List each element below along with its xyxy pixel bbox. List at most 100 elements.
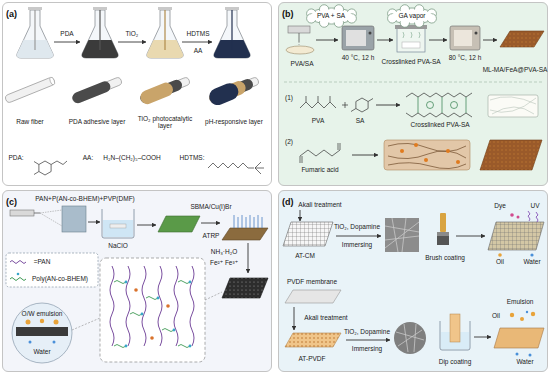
flask <box>82 10 118 58</box>
brush-membrane <box>234 215 262 228</box>
crosslinked-network <box>466 97 467 113</box>
figure-label: =PAN <box>34 258 51 265</box>
molecule-structure <box>255 168 264 169</box>
molecule-structure <box>255 168 261 174</box>
panel-label: (c) <box>6 198 17 208</box>
vapor-jar <box>403 32 420 38</box>
beaker <box>110 224 126 228</box>
process-arrow <box>300 210 301 221</box>
coated-membrane <box>516 353 519 356</box>
flask <box>147 7 183 58</box>
membrane <box>285 333 341 347</box>
vapor-jar <box>395 25 427 52</box>
panel-ground <box>2 2 272 186</box>
figure-label: Poly(AN-co-BHEM) <box>32 275 88 282</box>
magnifier <box>40 319 44 323</box>
figure-label: Crosslinked PVA-SA <box>410 121 469 128</box>
membrane <box>158 216 200 232</box>
molecule-structure <box>340 143 341 150</box>
membrane-mat <box>500 31 544 47</box>
process-arrow <box>137 225 156 226</box>
flask <box>147 10 183 58</box>
molecule-structure <box>302 156 303 163</box>
membrane <box>285 333 341 347</box>
flask <box>158 7 172 10</box>
membrane-mat <box>500 31 544 47</box>
figure-label: Dye <box>494 202 506 209</box>
figure-label: PVDF membrane <box>287 278 337 285</box>
chain-network <box>100 258 222 362</box>
membrane <box>285 333 341 347</box>
molecule-structure <box>300 102 336 108</box>
chain-network <box>134 288 138 292</box>
molecule-structure <box>306 96 307 102</box>
coated-membrane <box>494 311 544 357</box>
electrospinning-setup <box>286 46 314 54</box>
panel-label: (a) <box>6 10 17 20</box>
coordination-network <box>400 149 404 153</box>
molecule-structure <box>34 172 39 175</box>
oven <box>475 32 478 35</box>
membrane-mat <box>480 140 542 170</box>
fiber <box>207 81 241 108</box>
process-arrow <box>118 42 146 43</box>
figure-label: NH₃·H₂O <box>211 248 237 255</box>
sem-image <box>394 322 426 354</box>
flask <box>99 10 100 50</box>
molecule-structure <box>368 99 373 102</box>
magnifier <box>12 303 100 363</box>
membrane-mat <box>500 31 544 47</box>
oven <box>342 26 374 50</box>
figure-label: TiO₂, Dopamine <box>334 223 380 230</box>
coated-mesh <box>530 253 533 256</box>
sem-image <box>385 218 419 252</box>
chain-network <box>100 258 205 362</box>
process-arrow <box>294 307 295 330</box>
figure-label: Water <box>516 358 533 365</box>
chain-network <box>125 345 128 348</box>
membrane-mat <box>480 140 542 170</box>
chain-network <box>150 336 154 340</box>
chain-icon <box>17 273 20 276</box>
figure-label: PVA/SA <box>290 60 313 67</box>
figure-label: 40 °C, 12 h <box>342 54 375 61</box>
figure-label: PVA <box>312 117 325 124</box>
process-arrow <box>483 40 497 41</box>
panel-label: (d) <box>282 198 294 208</box>
magnifier <box>16 327 68 336</box>
flask <box>93 7 107 10</box>
figure-label: ML-MA/FeA@PVA-SA <box>483 66 548 73</box>
electrospinning-setup <box>10 210 34 216</box>
figure-label: Water <box>33 348 50 355</box>
figure-label: SA <box>356 117 365 124</box>
cloud-text: GA vapor <box>398 12 425 19</box>
chain-network <box>157 297 160 300</box>
membrane <box>222 278 268 298</box>
process-arrow <box>316 40 338 41</box>
oven <box>369 32 372 35</box>
figure-label: Immersing <box>342 241 372 248</box>
membrane <box>222 278 268 298</box>
process-arrow <box>352 155 378 156</box>
membrane-mat <box>490 97 536 114</box>
cloud-outline <box>309 8 354 24</box>
fiber <box>138 81 175 107</box>
figure-label: TiO₂ photocatalytic layer <box>132 115 198 130</box>
flask <box>231 10 232 50</box>
cloud-outline <box>310 10 352 23</box>
molecule-structure <box>255 162 261 168</box>
mesh <box>283 222 333 246</box>
figure-label: Emulsion <box>507 298 534 305</box>
chain-network <box>189 345 192 348</box>
coordination-network <box>388 143 466 168</box>
figure-label: (1) <box>285 94 293 101</box>
flask <box>214 7 250 58</box>
molecule-structure <box>34 162 39 165</box>
coated-membrane <box>494 328 544 348</box>
electrospinning-setup <box>34 213 40 214</box>
membrane-mat <box>488 95 538 117</box>
figure-label: PDA adhesive layer <box>64 118 130 125</box>
process-arrow <box>248 243 249 273</box>
figure-label: AA <box>194 47 203 54</box>
